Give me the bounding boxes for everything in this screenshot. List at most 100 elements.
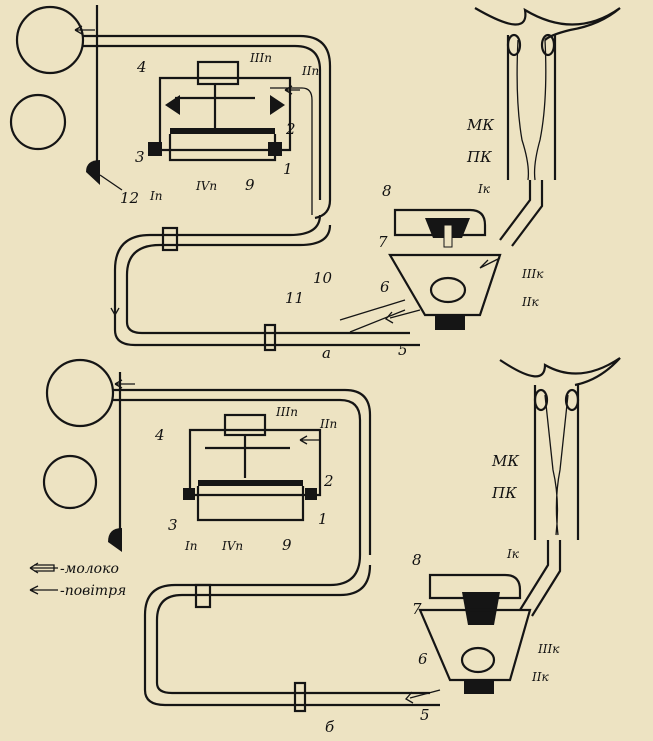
label-II-p-a: IIп: [301, 64, 319, 78]
collector-b: [418, 573, 532, 694]
short-milk-tube-b-inner: [531, 540, 562, 617]
subfigure-tag-b: б: [325, 718, 335, 736]
label-II-p-b: IIп: [319, 417, 337, 431]
valve-6: [429, 276, 467, 304]
label-12: 12: [120, 189, 139, 207]
hose-clamp-a1: [161, 226, 179, 252]
label-MK-a: МК: [466, 116, 494, 134]
vacuum-cylinder-top-b: [45, 358, 115, 428]
label-III-k-b: IIIк: [537, 642, 560, 656]
hose-clamp-11: [263, 323, 277, 352]
pulsator-body: [158, 76, 292, 152]
label-8b: 8: [412, 551, 422, 569]
label-7b: 7: [412, 600, 422, 618]
label-4a: 4: [136, 58, 147, 76]
chamber-IV: [168, 134, 277, 162]
subfigure-tag-a: а: [322, 344, 331, 362]
subfigure-b: 4 IIIп IIп 2 3 1 Iп IVп 9 8 7 6 5 Iк III…: [42, 357, 621, 736]
pulsator-b: [183, 413, 322, 522]
label-III-k-a: IIIк: [521, 267, 544, 281]
valve-6b: [460, 646, 496, 674]
leader-12: [99, 174, 123, 191]
pipe-pulsator-out: [270, 87, 313, 215]
hose-clamp-b2: [293, 681, 307, 713]
label-6b: 6: [418, 650, 428, 668]
label-4b: 4: [154, 426, 165, 444]
liner-ring-l: [506, 33, 522, 57]
milk-hose-inner: [125, 224, 410, 335]
fitting-1b: [305, 488, 317, 500]
valve-stem: [443, 224, 453, 248]
diaphragm-b: [198, 480, 303, 486]
legend-air-arrow: [29, 585, 58, 595]
vacuum-cylinder-bottom-b: [42, 454, 98, 510]
vacuum-cylinder-top: [15, 5, 85, 75]
arrow-air-b2: [299, 435, 320, 445]
arrow-air-b1: [114, 379, 135, 389]
collector-body: [388, 253, 502, 317]
arrow-milk-2: [384, 309, 421, 324]
label-3b: 3: [168, 516, 178, 534]
liner-ring-r: [540, 33, 556, 57]
legend-milk-arrow: [29, 562, 58, 574]
short-milk-tube-a: [499, 180, 532, 241]
label-PK-a: ПК: [466, 148, 492, 166]
legend-air-label: -повітря: [60, 583, 126, 599]
pulsator-body-b: [188, 428, 322, 497]
milk-hose-inner-b: [155, 564, 430, 695]
label-II-k-b: IIк: [531, 670, 549, 684]
membrane-left: [165, 95, 180, 115]
fitting-1: [268, 142, 282, 156]
label-9b: 9: [282, 536, 292, 554]
teat-cup-shell-b: [533, 385, 580, 540]
diaphragm-9: [170, 128, 275, 134]
label-2b: 2: [323, 472, 334, 490]
arrow-air-2: [284, 85, 300, 95]
short-milk-tube-a-inner: [511, 180, 544, 247]
pulsator-cap-b: [223, 413, 267, 437]
label-8a: 8: [382, 182, 392, 200]
label-11: 11: [285, 289, 304, 307]
pipe-upper-outer-b: [113, 388, 372, 555]
teat-cup-mouth: [474, 7, 621, 41]
label-IV-p-a: IVп: [195, 179, 217, 193]
vacuum-cylinder-bottom: [9, 93, 67, 151]
teat-cup-a: [474, 7, 621, 181]
arrow-milk-1: [479, 257, 501, 269]
arrow-hose: [110, 300, 120, 317]
label-III-p-b: IIIп: [275, 405, 298, 419]
liner-ring-rb: [564, 388, 580, 412]
label-MK-b: МК: [491, 452, 519, 470]
collector-lid-b: [428, 573, 522, 600]
valve-8b: [462, 592, 500, 625]
fitting-3b: [183, 488, 195, 500]
collector-lid: [393, 208, 487, 237]
label-I-p-b: Iп: [184, 539, 197, 553]
pulsator: [148, 60, 292, 162]
drain-5b: [464, 680, 494, 694]
teat-cup-b: [499, 357, 621, 540]
chamber-IV-b: [196, 486, 305, 522]
label-10: 10: [313, 269, 333, 287]
label-9a: 9: [245, 176, 255, 194]
pipe-upper-inner: [83, 44, 322, 200]
teat-cup-shell: [506, 35, 557, 180]
short-milk-tube-b: [519, 540, 550, 611]
valve-12: [86, 160, 100, 185]
drain-5: [435, 315, 465, 330]
label-IV-p-b: IVп: [221, 539, 243, 553]
milk-hose-outer: [113, 214, 420, 347]
label-5a: 5: [398, 341, 408, 359]
label-I-k-a: Iк: [477, 182, 491, 196]
arrow-air-1: [74, 25, 95, 35]
label-III-p-a: IIIп: [249, 51, 272, 65]
subfigure-a: 4 IIIп IIп 2 3 1 Iп IVп 9 12 10 11 8 7 6…: [9, 5, 621, 362]
label-1a: 1: [283, 160, 293, 178]
hose-clamp-b1: [194, 583, 212, 609]
label-I-p-a: Iп: [149, 189, 162, 203]
legend-milk-label: -молоко: [60, 561, 119, 577]
label-II-k-a: IIк: [521, 295, 539, 309]
pulsator-cap: [196, 60, 240, 86]
